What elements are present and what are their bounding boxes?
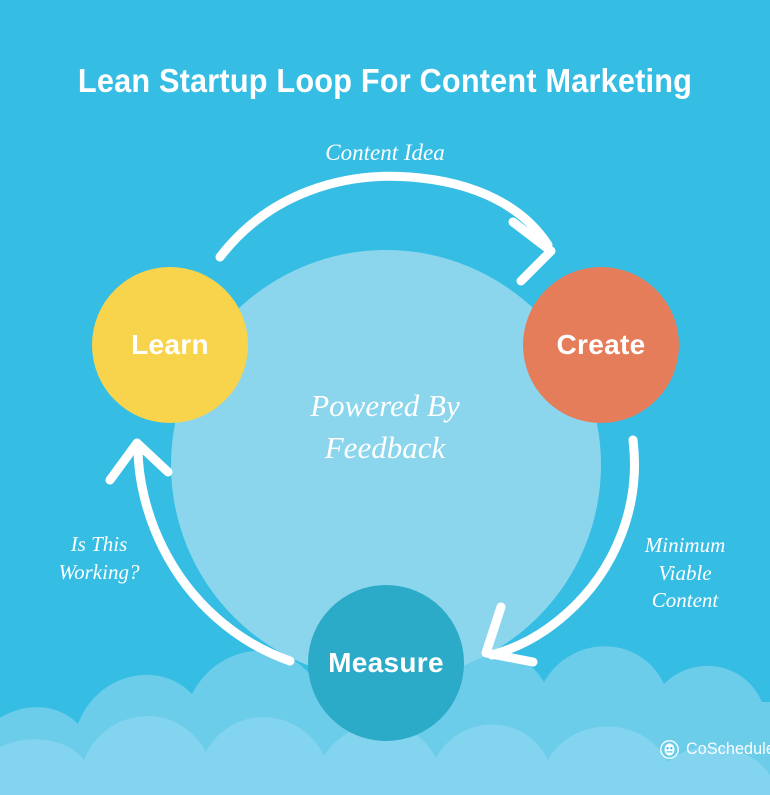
- node-measure-label: Measure: [328, 647, 444, 678]
- hub-circle: [171, 250, 601, 680]
- center-caption-line-2: Feedback: [324, 430, 446, 466]
- coschedule-circle-icon: [660, 739, 679, 759]
- node-measure[interactable]: Measure: [308, 585, 464, 741]
- cloud-front: [0, 716, 770, 795]
- coschedule-wordmark: CoSchedule: [686, 739, 770, 758]
- arrow-learn-to-create: [215, 171, 556, 286]
- node-learn-label: Learn: [131, 329, 209, 360]
- node-create[interactable]: Create: [523, 267, 679, 423]
- coschedule-logo[interactable]: CoSchedule: [660, 739, 770, 759]
- working-line-1: Is This: [70, 532, 128, 556]
- node-learn[interactable]: Learn: [92, 267, 248, 423]
- center-caption: Powered By Feedback: [235, 385, 535, 469]
- node-create-label: Create: [556, 329, 646, 360]
- center-caption-line-1: Powered By: [310, 388, 460, 423]
- working-line-2: Working?: [58, 559, 140, 584]
- mvc-line-1: Minimum: [644, 533, 726, 557]
- edge-label-content-idea: Content Idea: [325, 140, 445, 165]
- edge-label-minimum-viable-content: Minimum Viable Content: [610, 532, 760, 615]
- edge-label-is-this-working: Is This Working?: [14, 531, 184, 586]
- arrow-measure-to-learn: [105, 438, 295, 666]
- page-title: Lean Startup Loop For Content Marketing: [77, 62, 693, 99]
- mvc-line-2: Viable: [658, 560, 712, 585]
- arrow-create-to-measure: [481, 435, 639, 667]
- mvc-line-3: Content: [651, 588, 719, 613]
